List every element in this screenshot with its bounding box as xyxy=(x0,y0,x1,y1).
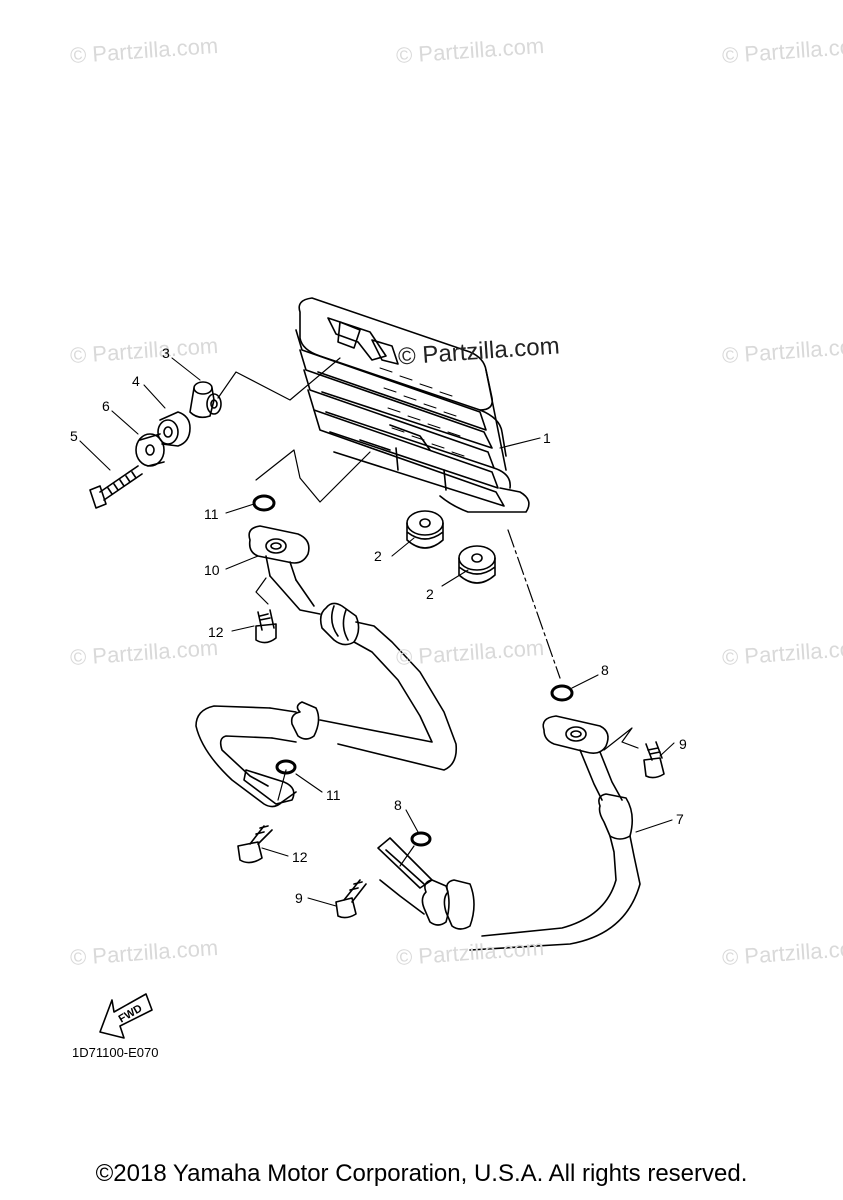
bolt-part-9-lower xyxy=(335,879,367,919)
o-ring-part-11-upper xyxy=(252,494,276,512)
callout-3: 3 xyxy=(162,345,170,361)
callout-2: 2 xyxy=(426,586,434,602)
leader-8-to-hose7 xyxy=(603,727,639,751)
callout-8: 8 xyxy=(601,662,609,678)
washer-part-6 xyxy=(135,433,165,467)
collar-part-3 xyxy=(189,381,222,419)
o-ring-part-11-lower xyxy=(275,759,297,775)
oil-hose-part-7 xyxy=(377,715,641,951)
alignment-line-left xyxy=(255,449,371,503)
leader-11-upper-to-hose xyxy=(255,577,269,605)
o-ring-part-8-lower xyxy=(410,831,432,847)
callout-9: 9 xyxy=(295,890,303,906)
o-ring-part-8-upper xyxy=(550,684,574,702)
callout-2: 2 xyxy=(374,548,382,564)
callout-6: 6 xyxy=(102,398,110,414)
damper-part-2a xyxy=(406,510,444,549)
damper-part-2b xyxy=(458,545,496,584)
callout-8: 8 xyxy=(394,797,402,813)
callout-12: 12 xyxy=(208,624,224,640)
callout-7: 7 xyxy=(676,811,684,827)
callout-4: 4 xyxy=(132,373,140,389)
callout-9: 9 xyxy=(679,736,687,752)
callout-5: 5 xyxy=(70,428,78,444)
diagram-code: 1D71100-E070 xyxy=(72,1045,159,1060)
leader-11-lower xyxy=(277,769,287,801)
callout-leaders xyxy=(79,357,675,907)
fwd-arrow-icon xyxy=(99,993,153,1039)
oil-hose-part-10 xyxy=(195,525,458,808)
callout-12: 12 xyxy=(292,849,308,865)
grommet-part-4 xyxy=(157,411,191,447)
leader-8-lower xyxy=(399,845,415,867)
bolt-part-12-upper xyxy=(255,609,277,644)
oil-cooler-part xyxy=(295,297,530,513)
alignment-line-right xyxy=(507,529,561,679)
callout-10: 10 xyxy=(204,562,220,578)
callout-11: 11 xyxy=(204,506,219,522)
bolt-part-9-right xyxy=(643,741,665,779)
bolt-part-12-lower xyxy=(237,825,273,864)
callout-11: 11 xyxy=(326,787,341,803)
bolt-part-5 xyxy=(89,465,143,509)
leader-3-to-cooler xyxy=(217,357,341,401)
callout-1: 1 xyxy=(543,430,551,446)
copyright-notice: ©2018 Yamaha Motor Corporation, U.S.A. A… xyxy=(95,1160,748,1187)
